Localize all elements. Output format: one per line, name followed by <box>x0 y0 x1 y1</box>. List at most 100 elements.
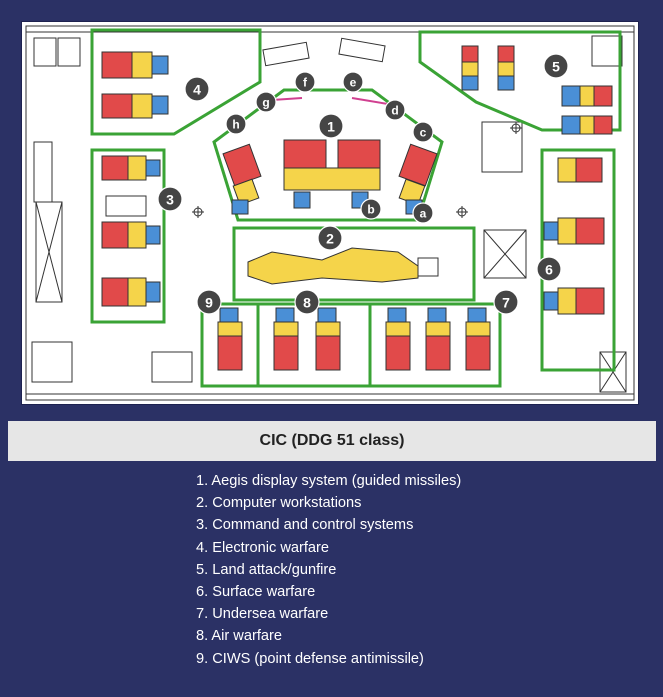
marker-label: 8 <box>303 295 311 311</box>
console <box>131 93 153 119</box>
marker-circle <box>536 256 562 282</box>
marker-circle <box>317 225 343 251</box>
console <box>222 143 262 187</box>
console <box>593 85 613 107</box>
marker-label: a <box>420 207 427 221</box>
marker-circle <box>184 76 210 102</box>
console <box>497 45 515 63</box>
marker-a: a <box>412 202 434 224</box>
marker-e: e <box>342 71 364 93</box>
marker-circle <box>157 186 183 212</box>
chair <box>561 85 581 107</box>
chair <box>293 191 311 209</box>
bottom-consoles <box>217 307 491 371</box>
console <box>497 61 515 77</box>
marker-n8: 8 <box>294 289 320 315</box>
chair <box>145 159 161 177</box>
console <box>105 195 147 217</box>
marker-circle <box>360 198 382 220</box>
ladder <box>35 201 63 303</box>
console <box>127 277 147 307</box>
legend-item-1: 1. Aegis display system (guided missiles… <box>196 473 462 489</box>
chair <box>145 281 161 303</box>
marker-label: e <box>350 76 357 90</box>
console <box>461 61 479 77</box>
zone-computer-workstations <box>232 226 476 302</box>
console <box>461 45 479 63</box>
console <box>575 217 605 245</box>
display-line <box>271 97 303 101</box>
marker-b: b <box>360 198 382 220</box>
console <box>557 157 577 183</box>
legend-item-6: 6. Surface warfare <box>196 584 316 601</box>
marker-f: f <box>294 71 316 93</box>
marker-label: 5 <box>552 59 560 75</box>
marker-g: g <box>255 91 277 113</box>
marker-circle <box>318 113 344 139</box>
marker-label: h <box>232 118 239 132</box>
console <box>579 115 595 135</box>
marker-circle <box>384 99 406 121</box>
console <box>283 167 381 191</box>
cabinet <box>481 121 523 173</box>
console <box>101 51 133 79</box>
chair <box>543 221 559 241</box>
marker-label: b <box>367 203 374 217</box>
marker-circle <box>412 121 434 143</box>
marker-label: 9 <box>205 295 213 311</box>
marker-label: 7 <box>502 295 510 311</box>
crosshair-fixtures <box>192 122 522 218</box>
legend-list: 1. Aegis display system (guided missiles… <box>196 470 461 670</box>
console <box>557 217 577 245</box>
marker-n6: 6 <box>536 256 562 282</box>
cabinet <box>57 37 81 67</box>
marker-n2: 2 <box>317 225 343 251</box>
marker-n7: 7 <box>493 289 519 315</box>
zone-air-warfare-east <box>368 302 502 388</box>
chair <box>231 199 249 215</box>
console <box>593 115 613 135</box>
diagram-caption: CIC (DDG 51 class) <box>259 432 405 449</box>
marker-label: g <box>262 96 269 110</box>
cabinet <box>591 35 623 67</box>
marker-h: h <box>225 113 247 135</box>
chair <box>151 95 169 115</box>
marker-circle <box>294 71 316 93</box>
console <box>575 157 603 183</box>
marker-circle <box>342 71 364 93</box>
marker-n4: 4 <box>184 76 210 102</box>
cabinet <box>151 351 193 383</box>
console <box>575 287 605 315</box>
marker-label: 4 <box>193 82 201 98</box>
legend-item-4: 4. Electronic warfare <box>196 539 330 556</box>
console <box>101 221 129 249</box>
legend-item-7: 7. Undersea warfare <box>196 606 329 623</box>
console <box>127 221 147 249</box>
marker-n9: 9 <box>196 289 222 315</box>
marker-label: 3 <box>166 192 174 208</box>
marker-label: 6 <box>545 262 553 278</box>
display-screen <box>262 41 310 67</box>
legend-item-8: 8. Air warfare <box>196 628 282 645</box>
display-screen <box>338 37 386 63</box>
workstation-unit <box>417 257 439 277</box>
marker-circle <box>225 113 247 135</box>
cabinet <box>31 341 73 383</box>
marker-circle <box>412 202 434 224</box>
legend-item-9: 9. CIWS (point defense antimissile) <box>196 650 424 667</box>
marker-label: f <box>303 76 308 90</box>
marker-label: 2 <box>326 231 334 247</box>
console <box>337 139 381 169</box>
console <box>101 277 129 307</box>
legend-item-2: 2. Computer workstations <box>196 495 362 512</box>
chair <box>151 55 169 75</box>
marker-n5: 5 <box>543 53 569 79</box>
zone-command-control <box>90 148 166 324</box>
console <box>232 178 260 206</box>
chair <box>543 291 559 311</box>
console <box>283 139 327 169</box>
display-line <box>351 97 389 105</box>
